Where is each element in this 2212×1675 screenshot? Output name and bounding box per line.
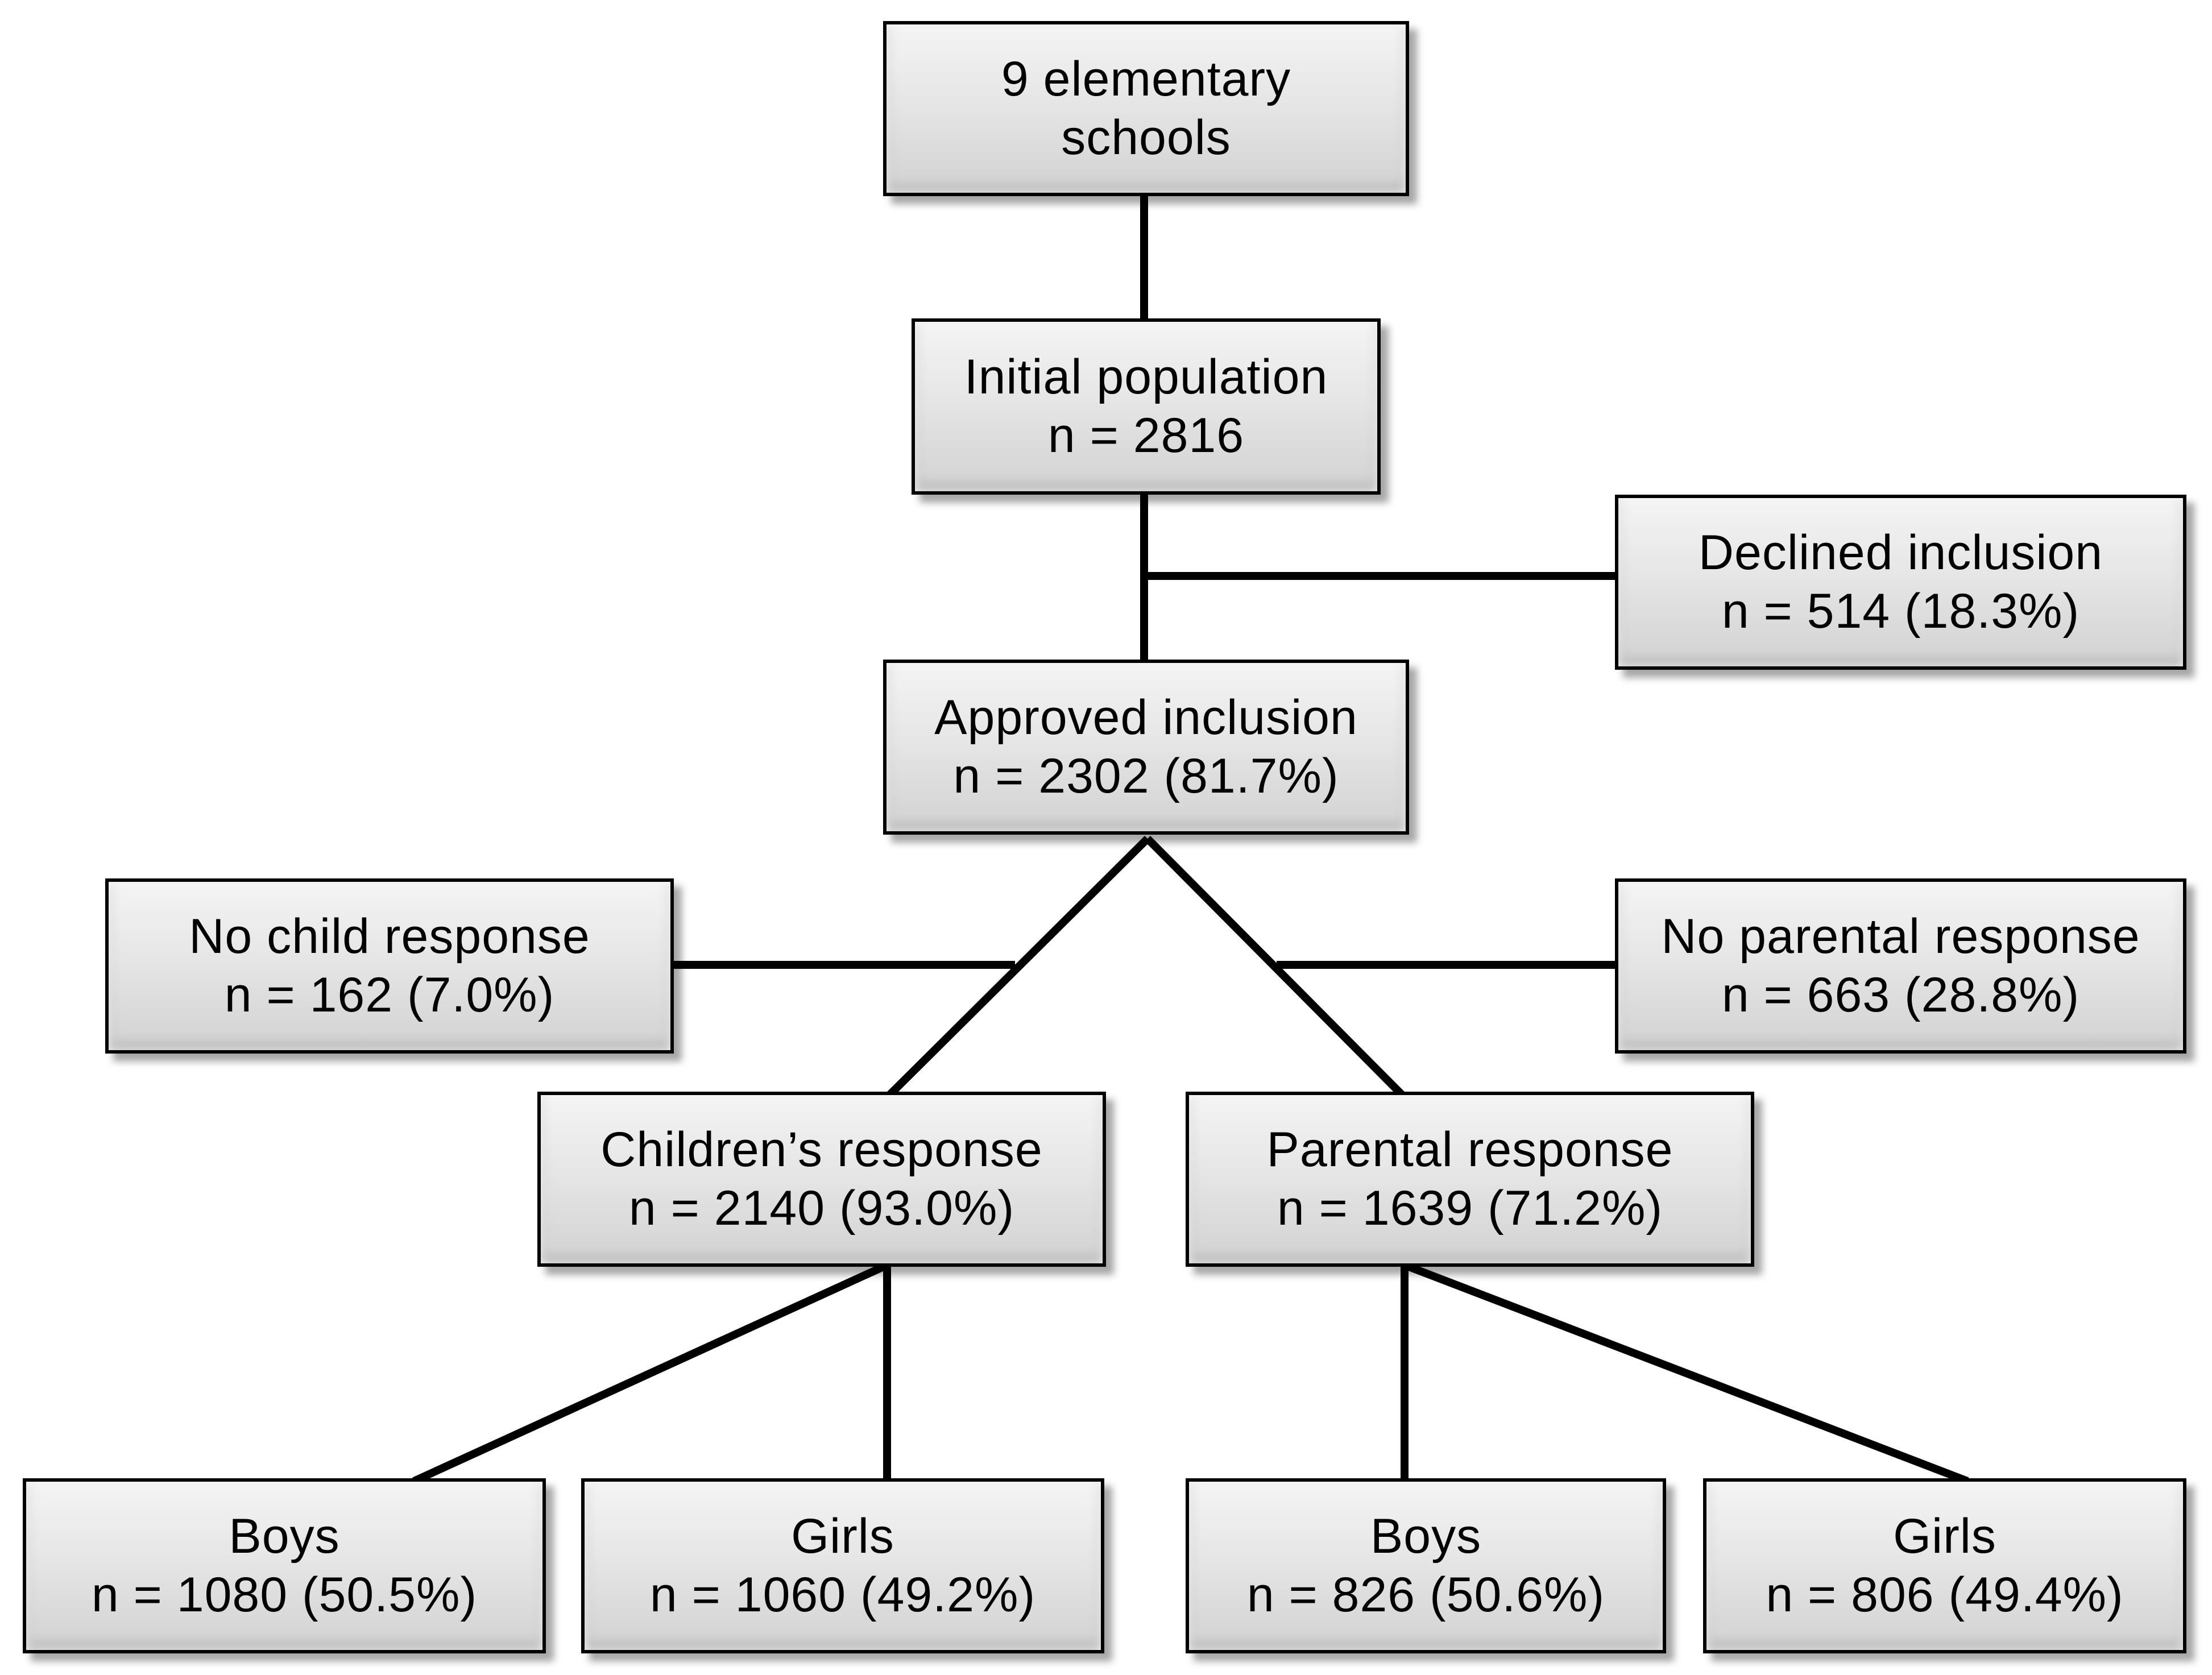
node-children-boys: Boys n = 1080 (50.5%) — [23, 1478, 546, 1653]
node-no-parental-response-line1: No parental response — [1661, 909, 2140, 964]
node-children-girls-line1: Girls — [791, 1508, 894, 1564]
node-no-child-response-line2: n = 162 (7.0%) — [224, 968, 555, 1022]
connector-approved-parental — [1145, 836, 1407, 1100]
node-declined-inclusion-line1: Declined inclusion — [1698, 525, 2103, 580]
connector-approved-children — [884, 836, 1150, 1100]
node-schools: 9 elementary schools — [883, 21, 1409, 196]
connector-children-boys — [412, 1261, 889, 1485]
node-parental-girls-line1: Girls — [1893, 1508, 1996, 1564]
node-childrens-response: Children’s response n = 2140 (93.0%) — [537, 1092, 1106, 1267]
node-initial-population-line2: n = 2816 — [1047, 408, 1245, 463]
node-approved-inclusion: Approved inclusion n = 2302 (81.7%) — [883, 660, 1409, 835]
node-parental-girls: Girls n = 806 (49.4%) — [1703, 1478, 2186, 1653]
node-children-girls-line2: n = 1060 (49.2%) — [649, 1568, 1036, 1622]
node-parental-response-line1: Parental response — [1266, 1122, 1674, 1177]
node-children-girls: Girls n = 1060 (49.2%) — [581, 1478, 1104, 1653]
node-children-boys-line1: Boys — [229, 1508, 340, 1564]
node-parental-girls-line2: n = 806 (49.4%) — [1766, 1568, 2124, 1622]
node-schools-line1: 9 elementary — [1001, 51, 1291, 106]
node-declined-inclusion-line2: n = 514 (18.3%) — [1721, 584, 2080, 639]
node-no-parental-response-line2: n = 663 (28.8%) — [1721, 968, 2080, 1022]
node-initial-population: Initial population n = 2816 — [912, 318, 1381, 495]
node-initial-population-line1: Initial population — [964, 349, 1328, 404]
node-no-child-response: No child response n = 162 (7.0%) — [105, 878, 674, 1054]
node-parental-boys-line1: Boys — [1370, 1508, 1482, 1564]
node-parental-boys-line2: n = 826 (50.6%) — [1246, 1568, 1605, 1622]
node-approved-inclusion-line2: n = 2302 (81.7%) — [953, 749, 1339, 803]
node-schools-line2: schools — [1061, 110, 1231, 165]
node-declined-inclusion: Declined inclusion n = 514 (18.3%) — [1615, 495, 2186, 670]
node-parental-response-line2: n = 1639 (71.2%) — [1277, 1181, 1663, 1235]
node-no-parental-response: No parental response n = 663 (28.8%) — [1615, 878, 2186, 1054]
node-no-child-response-line1: No child response — [189, 909, 590, 964]
node-parental-boys: Boys n = 826 (50.6%) — [1186, 1478, 1666, 1653]
node-approved-inclusion-line1: Approved inclusion — [934, 690, 1358, 745]
node-children-boys-line2: n = 1080 (50.5%) — [91, 1568, 478, 1622]
node-childrens-response-line1: Children’s response — [600, 1122, 1043, 1177]
node-childrens-response-line2: n = 2140 (93.0%) — [628, 1181, 1015, 1235]
node-parental-response: Parental response n = 1639 (71.2%) — [1186, 1092, 1754, 1267]
connector-parental-girls — [1403, 1261, 1969, 1485]
